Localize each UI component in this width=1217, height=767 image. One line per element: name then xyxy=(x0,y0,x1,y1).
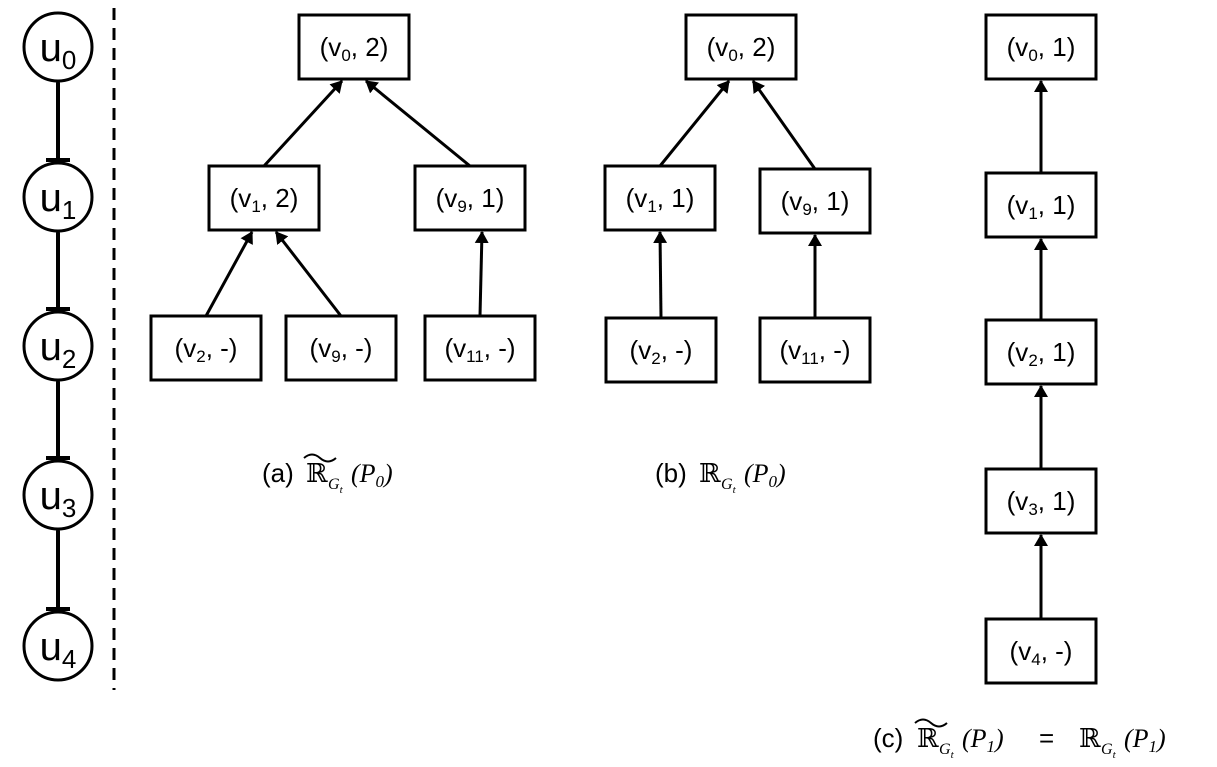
tree-node-b_v9: (v9, 1) xyxy=(758,167,872,235)
tree-edge-b_v1-b_v0 xyxy=(658,80,731,167)
tree-node-box xyxy=(984,171,1098,239)
nodes-layer: u0 u1 u2 u3 u4 (v0, 2) (v1, 2) (v9, 1) (v2, -) (v… xyxy=(22,11,1098,685)
caption-blackboard-r: ℝ xyxy=(917,724,939,754)
tree-edge-a_v11-a_v9 xyxy=(474,231,489,317)
pattern-node-circle xyxy=(22,11,94,83)
pattern-node-circle xyxy=(22,161,94,233)
tree-node-box xyxy=(984,318,1098,386)
caption-argument: (P1) xyxy=(962,724,1004,756)
pattern-node-u2: u2 xyxy=(22,310,94,382)
caption-tilde xyxy=(914,718,948,728)
tree-node-label: (v9, 1) xyxy=(781,186,850,219)
tree-edge-a_v2-a_v1 xyxy=(204,231,254,317)
tree-edge-a_v1-a_v0 xyxy=(262,79,344,168)
tree-node-box xyxy=(284,314,398,382)
pattern-node-circle xyxy=(22,310,94,382)
tree-node-box xyxy=(758,316,872,384)
caption-subscript: Gt xyxy=(328,476,344,496)
tree-node-a_v2: (v2, -) xyxy=(149,314,263,382)
tree-node-label: (v9, 1) xyxy=(436,183,505,216)
tree-node-c_v1: (v1, 1) xyxy=(984,171,1098,239)
tree-node-a_v11: (v11, -) xyxy=(423,314,537,382)
pattern-node-label: u1 xyxy=(40,176,77,225)
caption-blackboard-r: ℝ xyxy=(306,459,328,489)
tree-node-b_v11: (v11, -) xyxy=(758,316,872,384)
tree-node-b_v0: (v0, 2) xyxy=(684,13,798,81)
tree-node-label: (v0, 1) xyxy=(1007,32,1076,65)
tree-node-label: (v0, 2) xyxy=(320,32,389,65)
caption-prefix: (a) xyxy=(262,458,294,488)
pattern-node-circle xyxy=(22,459,94,531)
caption-subscript: Gt xyxy=(1101,741,1117,761)
tree-node-b_v1: (v1, 1) xyxy=(603,164,717,232)
tree-node-a_v9: (v9, 1) xyxy=(413,164,527,232)
tree-node-box xyxy=(603,164,717,232)
tree-node-box xyxy=(684,13,798,81)
caption-argument: (P0) xyxy=(351,459,393,491)
tree-edge-b_v9-b_v0 xyxy=(751,80,817,170)
pattern-node-u4: u4 xyxy=(22,610,94,682)
caption-prefix: (c) xyxy=(873,723,903,753)
caption-argument: (P1) xyxy=(1124,724,1166,756)
tree-node-label: (v11, -) xyxy=(444,333,515,366)
caption-equals: = xyxy=(1039,723,1054,753)
caption-tilde xyxy=(303,453,337,463)
tree-node-box xyxy=(149,314,263,382)
tree-node-box xyxy=(984,467,1098,535)
tree-node-box xyxy=(413,164,527,232)
tree-node-b_v2: (v2, -) xyxy=(604,316,718,384)
tree-edge-b_v2-b_v1 xyxy=(653,231,668,319)
tree-node-label: (v9, -) xyxy=(310,333,373,366)
edges-layer xyxy=(46,79,1048,619)
tree-node-label: (v1, 2) xyxy=(230,183,299,216)
caption-blackboard-r: ℝ xyxy=(699,459,721,489)
tree-node-a_v9b: (v9, -) xyxy=(284,314,398,382)
pattern-node-label: u0 xyxy=(40,26,77,75)
tree-node-box xyxy=(984,13,1098,81)
tree-node-a_v1: (v1, 2) xyxy=(207,164,321,232)
pattern-node-u3: u3 xyxy=(22,459,94,531)
pattern-node-u0: u0 xyxy=(22,11,94,83)
pattern-node-label: u2 xyxy=(40,325,77,374)
caption-subscript: Gt xyxy=(721,476,737,496)
tree-node-label: (v11, -) xyxy=(779,335,850,368)
tree-node-c_v4: (v4, -) xyxy=(984,617,1098,685)
tree-edge-a_v9b-a_v1 xyxy=(274,231,343,317)
tree-node-c_v2: (v2, 1) xyxy=(984,318,1098,386)
tree-node-box xyxy=(984,617,1098,685)
pattern-node-circle xyxy=(22,610,94,682)
tree-node-c_v0: (v0, 1) xyxy=(984,13,1098,81)
tree-node-box xyxy=(297,13,411,81)
caption-argument: (P0) xyxy=(744,459,786,491)
tree-node-label: (v3, 1) xyxy=(1007,486,1076,519)
tree-edge-a_v9-a_v0 xyxy=(365,79,471,168)
caption-blackboard-r: ℝ xyxy=(1079,724,1101,754)
caption-prefix: (b) xyxy=(655,458,687,488)
tree-node-box xyxy=(207,164,321,232)
tree-node-box xyxy=(604,316,718,384)
tree-node-label: (v1, 1) xyxy=(1007,190,1076,223)
tree-node-label: (v2, -) xyxy=(630,335,693,368)
caption-subscript: Gt xyxy=(939,741,955,761)
tree-node-label: (v1, 1) xyxy=(626,183,695,216)
pattern-node-u1: u1 xyxy=(22,161,94,233)
pattern-node-label: u3 xyxy=(40,474,77,523)
tree-node-box xyxy=(758,167,872,235)
tree-node-label: (v4, -) xyxy=(1010,636,1073,669)
tree-node-label: (v2, 1) xyxy=(1007,337,1076,370)
pattern-node-label: u4 xyxy=(40,625,77,674)
tree-node-c_v3: (v3, 1) xyxy=(984,467,1098,535)
tree-node-label: (v0, 2) xyxy=(707,32,776,65)
tree-node-label: (v2, -) xyxy=(175,333,238,366)
tree-node-box xyxy=(423,314,537,382)
tree-node-a_v0: (v0, 2) xyxy=(297,13,411,81)
